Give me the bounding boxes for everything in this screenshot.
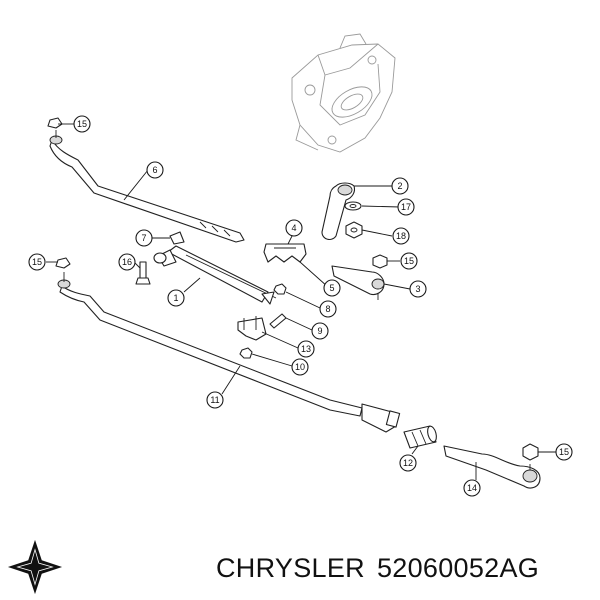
- callout-3: 3: [409, 280, 427, 298]
- part-1-steering-damper: [153, 245, 277, 305]
- svg-text:11: 11: [210, 395, 219, 405]
- svg-text:1: 1: [173, 293, 178, 303]
- part-number: 52060052AG: [376, 553, 540, 583]
- callout-12: 12: [399, 454, 417, 472]
- callout-16: 16: [118, 253, 136, 271]
- part-4-bracket: [263, 243, 307, 263]
- svg-text:3: 3: [415, 284, 420, 294]
- part-10-nut: [239, 347, 253, 359]
- svg-text:15: 15: [32, 257, 42, 267]
- callout-15-lower-right: 15: [555, 443, 573, 461]
- callout-11: 11: [206, 391, 224, 409]
- steering-gear-icon: [291, 33, 396, 153]
- part-13-clamp: [237, 316, 267, 341]
- callout-15-left: 15: [28, 253, 46, 271]
- svg-text:9: 9: [317, 326, 322, 336]
- callout-15-right: 15: [400, 252, 418, 270]
- svg-text:8: 8: [325, 304, 330, 314]
- callout-1: 1: [167, 289, 185, 307]
- svg-text:4: 4: [291, 223, 296, 233]
- svg-text:5: 5: [329, 283, 334, 293]
- svg-text:6: 6: [152, 165, 157, 175]
- part-2-pitman-arm: [321, 182, 356, 241]
- part-15-nut-lower: [522, 443, 539, 461]
- svg-text:16: 16: [122, 257, 132, 267]
- callout-6: 6: [146, 161, 164, 179]
- svg-text:10: 10: [295, 362, 305, 372]
- part-9-bolt: [269, 313, 287, 329]
- brand-name: CHRYSLER: [216, 553, 365, 583]
- part-18-nut: [345, 221, 363, 239]
- callout-10: 10: [291, 358, 309, 376]
- svg-text:15: 15: [77, 119, 87, 129]
- callout-8: 8: [319, 300, 337, 318]
- svg-text:2: 2: [397, 181, 402, 191]
- callout-2: 2: [391, 177, 409, 195]
- svg-text:15: 15: [559, 447, 569, 457]
- svg-text:12: 12: [403, 458, 413, 468]
- callout-9: 9: [311, 322, 329, 340]
- part-3-tie-rod-end: [331, 265, 385, 300]
- callout-13: 13: [297, 340, 315, 358]
- leader-lines: [46, 123, 556, 480]
- part-15-nut-right: [372, 254, 388, 269]
- svg-text:14: 14: [467, 483, 477, 493]
- callout-5: 5: [323, 279, 341, 297]
- part-14-tie-rod-end: [443, 445, 541, 489]
- footer-caption: CHRYSLER 52060052AG: [216, 553, 551, 584]
- part-6-drag-link: [47, 117, 245, 243]
- part-16-bolt: [135, 261, 151, 285]
- part-8-nut: [273, 283, 287, 295]
- part-7-clip: [169, 231, 185, 245]
- callout-17: 17: [397, 198, 415, 216]
- part-17-washer: [344, 201, 362, 211]
- svg-text:15: 15: [404, 256, 414, 266]
- part-11-tie-rod: [55, 257, 401, 433]
- pentastar-logo-icon: [7, 539, 63, 595]
- svg-text:18: 18: [396, 231, 406, 241]
- callout-18: 18: [392, 227, 410, 245]
- callout-4: 4: [285, 219, 303, 237]
- part-12-sleeve: [403, 425, 437, 449]
- callout-14: 14: [463, 479, 481, 497]
- callout-7: 7: [135, 229, 153, 247]
- callout-15-top-left: 15: [73, 115, 91, 133]
- svg-text:17: 17: [401, 202, 411, 212]
- svg-text:7: 7: [141, 233, 146, 243]
- svg-text:13: 13: [301, 344, 311, 354]
